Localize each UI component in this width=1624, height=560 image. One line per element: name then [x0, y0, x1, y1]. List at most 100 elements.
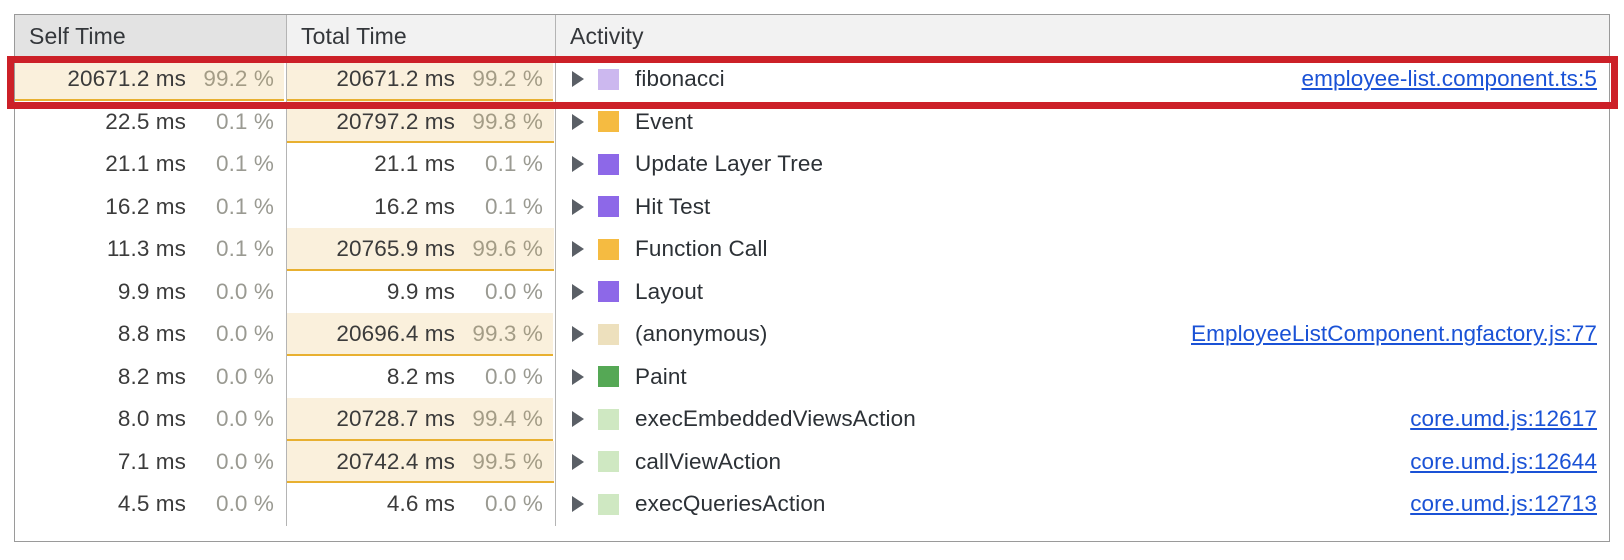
self-time-value: 8.2 ms — [117, 363, 186, 389]
total-time-value: 20765.9 ms — [336, 236, 455, 262]
self-time-value: 4.5 ms — [117, 491, 186, 517]
total-time-percent: 99.2 % — [472, 66, 543, 92]
expand-triangle-icon[interactable] — [572, 156, 584, 173]
cell-activity: Event — [556, 101, 1609, 144]
cell-activity: Update Layer Tree — [556, 143, 1609, 186]
source-location-link[interactable]: core.umd.js:12644 — [1410, 448, 1597, 474]
activity-name: Function Call — [635, 236, 768, 262]
total-time-value: 20797.2 ms — [336, 108, 455, 134]
source-location-link[interactable]: core.umd.js:12617 — [1410, 406, 1597, 432]
total-time-value: 9.9 ms — [386, 278, 455, 304]
cell-activity: execEmbeddedViewsAction core.umd.js:12617 — [556, 398, 1609, 441]
self-time-percent: 0.1 % — [215, 236, 274, 262]
total-time-percent: 0.0 % — [484, 278, 543, 304]
column-header-activity[interactable]: Activity — [556, 15, 1609, 57]
expand-triangle-icon[interactable] — [572, 368, 584, 385]
cell-activity: Function Call — [556, 228, 1609, 271]
self-time-percent: 0.0 % — [215, 278, 274, 304]
total-time-percent: 0.1 % — [484, 151, 543, 177]
source-location-link[interactable]: core.umd.js:12713 — [1410, 491, 1597, 517]
self-time-value: 11.3 ms — [106, 236, 186, 262]
total-time-percent: 0.0 % — [484, 491, 543, 517]
total-time-percent: 99.8 % — [472, 108, 543, 134]
activity-color-swatch-icon — [598, 111, 619, 133]
total-time-percent: 0.1 % — [484, 193, 543, 219]
cell-activity: callViewAction core.umd.js:12644 — [556, 441, 1609, 484]
self-time-percent: 0.0 % — [215, 491, 274, 517]
self-time-percent: 0.1 % — [215, 151, 274, 177]
cell-activity: Layout — [556, 271, 1609, 314]
expand-triangle-icon[interactable] — [572, 453, 584, 470]
activity-name: callViewAction — [635, 448, 782, 474]
expand-triangle-icon[interactable] — [572, 71, 584, 88]
table-row[interactable]: 9.9 ms 0.0 % 9.9 ms 0.0 % Layout — [15, 270, 1609, 314]
call-tree-table: Self Time Total Time Activity 20671.2 ms… — [14, 14, 1610, 542]
cell-total-time: 20765.9 ms 99.6 % — [287, 228, 556, 271]
table-row[interactable]: 11.3 ms 0.1 % 20765.9 ms 99.6 % Function Cal… — [15, 228, 1609, 271]
table-header-row: Self Time Total Time Activity — [15, 15, 1609, 58]
total-time-value: 4.6 ms — [386, 491, 455, 517]
cell-self-time: 20671.2 ms 99.2 % — [15, 58, 287, 101]
self-time-value: 16.2 ms — [105, 193, 186, 219]
self-time-value: 21.1 ms — [105, 151, 186, 177]
expand-triangle-icon[interactable] — [572, 411, 584, 428]
source-location-link[interactable]: employee-list.component.ts:5 — [1301, 66, 1597, 92]
column-header-self-time[interactable]: Self Time — [15, 15, 287, 57]
self-time-value: 9.9 ms — [117, 278, 186, 304]
total-time-percent: 99.6 % — [472, 236, 543, 262]
total-time-value: 20696.4 ms — [336, 321, 455, 347]
activity-color-swatch-icon — [598, 238, 619, 260]
column-header-self-time-label: Self Time — [29, 22, 126, 49]
expand-triangle-icon[interactable] — [572, 326, 584, 343]
source-location-link[interactable]: EmployeeListComponent.ngfactory.js:77 — [1191, 321, 1597, 347]
activity-name: Layout — [635, 278, 704, 304]
self-time-percent: 0.1 % — [215, 193, 274, 219]
cell-activity: fibonacci employee-list.component.ts:5 — [556, 58, 1609, 101]
expand-triangle-icon[interactable] — [572, 241, 584, 258]
activity-color-swatch-icon — [598, 196, 619, 218]
activity-color-swatch-icon — [598, 153, 619, 175]
cell-activity: execQueriesAction core.umd.js:12713 — [556, 483, 1609, 526]
activity-name: (anonymous) — [635, 321, 768, 347]
cell-activity: Hit Test — [556, 186, 1609, 229]
expand-triangle-icon[interactable] — [572, 496, 584, 513]
cell-self-time: 21.1 ms 0.1 % — [15, 143, 287, 186]
activity-color-swatch-icon — [598, 281, 619, 303]
self-time-percent: 99.2 % — [203, 66, 274, 92]
expand-triangle-icon[interactable] — [572, 198, 584, 215]
cell-self-time: 4.5 ms 0.0 % — [15, 483, 287, 526]
expand-triangle-icon[interactable] — [572, 283, 584, 300]
self-time-value: 20671.2 ms — [67, 66, 186, 92]
expand-triangle-icon[interactable] — [572, 113, 584, 130]
self-time-percent: 0.0 % — [215, 321, 274, 347]
total-time-value: 8.2 ms — [386, 363, 455, 389]
activity-name: execEmbeddedViewsAction — [635, 406, 916, 432]
self-time-value: 7.1 ms — [117, 448, 186, 474]
self-time-percent: 0.1 % — [215, 108, 274, 134]
cell-activity: (anonymous) EmployeeListComponent.ngfacto… — [556, 313, 1609, 356]
self-time-percent: 0.0 % — [215, 448, 274, 474]
total-time-value: 20728.7 ms — [336, 406, 455, 432]
activity-color-swatch-icon — [598, 408, 619, 430]
total-time-percent: 99.4 % — [472, 406, 543, 432]
table-row[interactable]: 4.5 ms 0.0 % 4.6 ms 0.0 % execQueriesAction c… — [15, 483, 1609, 526]
column-header-total-time[interactable]: Total Time — [287, 15, 556, 57]
activity-name: fibonacci — [635, 66, 725, 92]
activity-name: execQueriesAction — [635, 491, 826, 517]
column-header-activity-label: Activity — [570, 22, 644, 49]
